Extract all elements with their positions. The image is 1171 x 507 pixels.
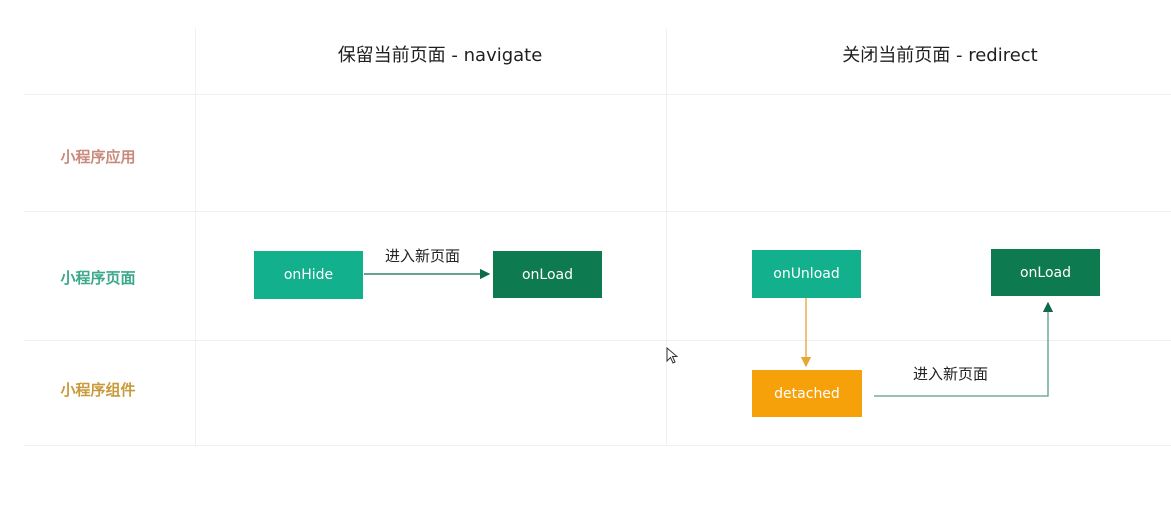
node-onhide: onHide (254, 251, 363, 299)
edge-label-redirect: 进入新页面 (913, 365, 989, 383)
arrow-detached-to-onload (874, 301, 1054, 397)
row-label-page: 小程序页面 (60, 269, 136, 287)
grid-line-mid1 (24, 211, 1171, 212)
node-onload-redirect: onLoad (991, 249, 1100, 296)
column-title-redirect: 关闭当前页面 - redirect (842, 45, 1038, 66)
row-label-app: 小程序应用 (60, 148, 136, 166)
column-title-navigate: 保留当前页面 - navigate (337, 45, 543, 66)
node-onload-navigate: onLoad (493, 251, 602, 298)
mouse-cursor-icon (666, 347, 678, 364)
grid-divider-middle (666, 28, 667, 445)
row-label-component: 小程序组件 (60, 381, 136, 399)
node-detached: detached (752, 370, 862, 417)
node-onunload: onUnload (752, 250, 861, 298)
grid-line-mid2 (24, 340, 1171, 341)
edge-label-navigate: 进入新页面 (385, 247, 461, 265)
grid-line-top (24, 94, 1171, 95)
grid-line-bottom (24, 445, 1171, 446)
grid-divider-left (195, 28, 196, 445)
